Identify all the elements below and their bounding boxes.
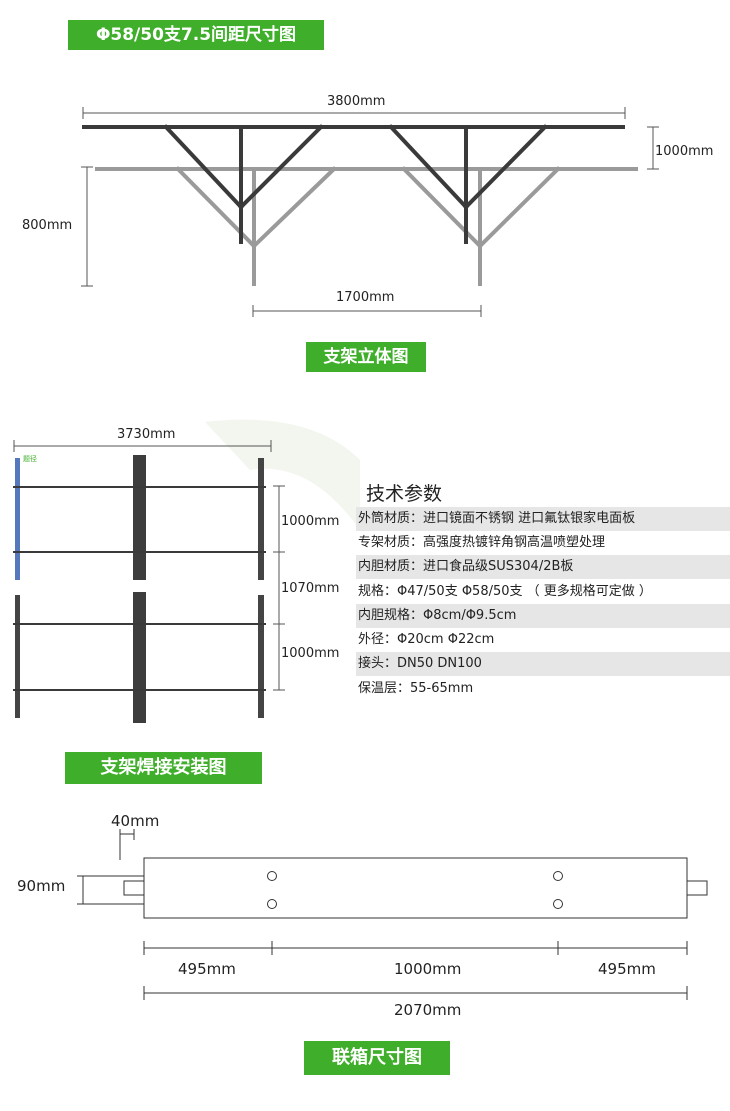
- dim-left: 495mm: [178, 960, 236, 978]
- dim-total-width: 3800mm: [327, 94, 386, 109]
- section3-caption-banner: 联箱尺寸图: [304, 1041, 450, 1075]
- spec-row: 接头：DN50 DN100: [356, 652, 730, 676]
- specs-title: 技术参数: [366, 483, 443, 505]
- dim-right: 495mm: [598, 960, 656, 978]
- header-box-diagram: [77, 829, 708, 1000]
- spec-row: 内胆规格：Φ8cm/Φ9.5cm: [356, 604, 730, 628]
- bracket-3d-diagram: [81, 107, 659, 317]
- spec-row: 内胆材质：进口食品级SUS304/2B板: [356, 555, 730, 579]
- dim-pipe: 40mm: [111, 812, 160, 830]
- spec-row: 外径：Φ20cm Φ22cm: [358, 632, 495, 647]
- tiny-label: 题径: [23, 455, 37, 463]
- section1-title-banner: Φ58/50支7.5间距尺寸图: [68, 20, 324, 50]
- dim-height-right: 1000mm: [655, 144, 714, 159]
- dim-total: 2070mm: [394, 1001, 462, 1019]
- spec-row: 外筒材质：进口镜面不锈钢 进口氟钛银家电面板: [356, 507, 730, 531]
- dim-row2: 1070mm: [281, 581, 340, 596]
- section2-caption-banner: 支架焊接安装图: [65, 752, 262, 784]
- spec-row: 保温层：55-65mm: [358, 681, 474, 696]
- section1-caption-banner: 支架立体图: [306, 342, 426, 372]
- dim-height-left: 800mm: [22, 218, 73, 233]
- dim-row1: 1000mm: [281, 514, 340, 529]
- dim-row3: 1000mm: [281, 646, 340, 661]
- spec-row: 专架材质：高强度热镀锌角钢高温喷塑处理: [358, 535, 606, 550]
- spec-row: 规格：Φ47/50支 Φ58/50支 （ 更多规格可定做 ）: [358, 584, 652, 599]
- dim-mid: 1000mm: [394, 960, 462, 978]
- dim-top-width: 3730mm: [117, 427, 176, 442]
- dim-height: 90mm: [17, 877, 66, 895]
- dim-leg-span: 1700mm: [336, 290, 395, 305]
- bracket-install-diagram: [13, 419, 360, 723]
